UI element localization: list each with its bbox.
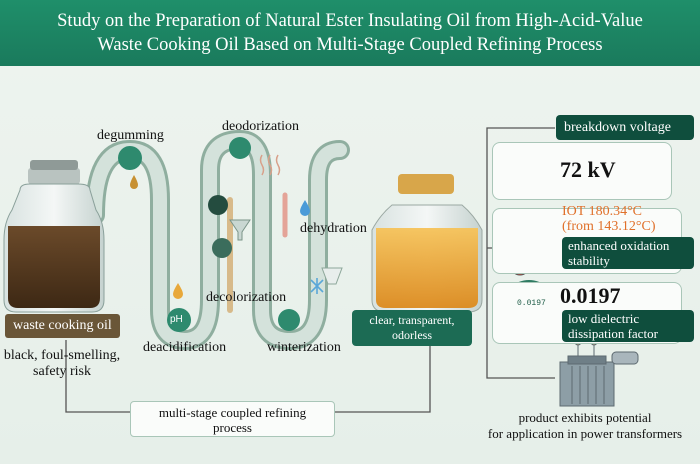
breakdown-label: breakdown voltage bbox=[556, 115, 694, 140]
waste-oil-label: waste cooking oil bbox=[5, 314, 120, 338]
water-droplet-icon bbox=[300, 200, 310, 216]
breakdown-value: 72 kV bbox=[560, 157, 616, 182]
product-desc: clear, transparent, odorless bbox=[352, 310, 472, 346]
breakdown-card bbox=[492, 142, 672, 200]
oil-droplet-icon bbox=[173, 283, 183, 299]
oxidation-value: IOT 180.34°C (from 143.12°C) bbox=[562, 204, 656, 234]
dissipation-value: 0.0197 bbox=[560, 283, 621, 308]
waste-oil-desc: black, foul-smelling, safety risk bbox=[3, 348, 121, 379]
stage-degumming: degumming bbox=[97, 128, 164, 143]
oxidation-label: enhanced oxidation stability bbox=[562, 237, 694, 269]
stage-deacidification: deacidification bbox=[143, 340, 227, 355]
meter-readout: 0.0197 bbox=[517, 299, 546, 308]
transformer-icon bbox=[559, 338, 639, 407]
decolor-node-2 bbox=[212, 238, 232, 258]
ph-label: pH bbox=[170, 314, 183, 325]
deodorization-node bbox=[229, 137, 251, 159]
process-label: multi-stage coupled refining process bbox=[130, 401, 335, 437]
stage-deodorization: deodorization bbox=[222, 119, 299, 134]
title-line-2: Waste Cooking Oil Based on Multi-Stage C… bbox=[97, 35, 603, 55]
stage-nodes bbox=[118, 137, 300, 332]
stage-winterization: winterization bbox=[267, 340, 341, 355]
application-note: product exhibits potential for applicati… bbox=[487, 410, 683, 441]
funnel-icon bbox=[229, 219, 251, 241]
refined-oil-bottle bbox=[371, 174, 483, 313]
title-banner: Study on the Preparation of Natural Este… bbox=[0, 0, 700, 66]
heat-icon bbox=[259, 154, 281, 176]
waste-oil-bottle bbox=[3, 160, 105, 313]
ph-node bbox=[167, 308, 191, 332]
stage-decolorization: decolorization bbox=[206, 290, 287, 305]
winterization-node bbox=[278, 309, 300, 331]
decolor-node-1 bbox=[208, 195, 228, 215]
refining-pipe bbox=[85, 130, 350, 350]
droplet-icon bbox=[130, 175, 138, 189]
degumming-node bbox=[118, 146, 142, 170]
snowflake-icon bbox=[310, 278, 324, 294]
stage-dehydration: dehydration bbox=[300, 221, 367, 236]
dissipation-label: low dielectric dissipation factor bbox=[562, 310, 694, 342]
title-line-1: Study on the Preparation of Natural Este… bbox=[57, 11, 643, 31]
